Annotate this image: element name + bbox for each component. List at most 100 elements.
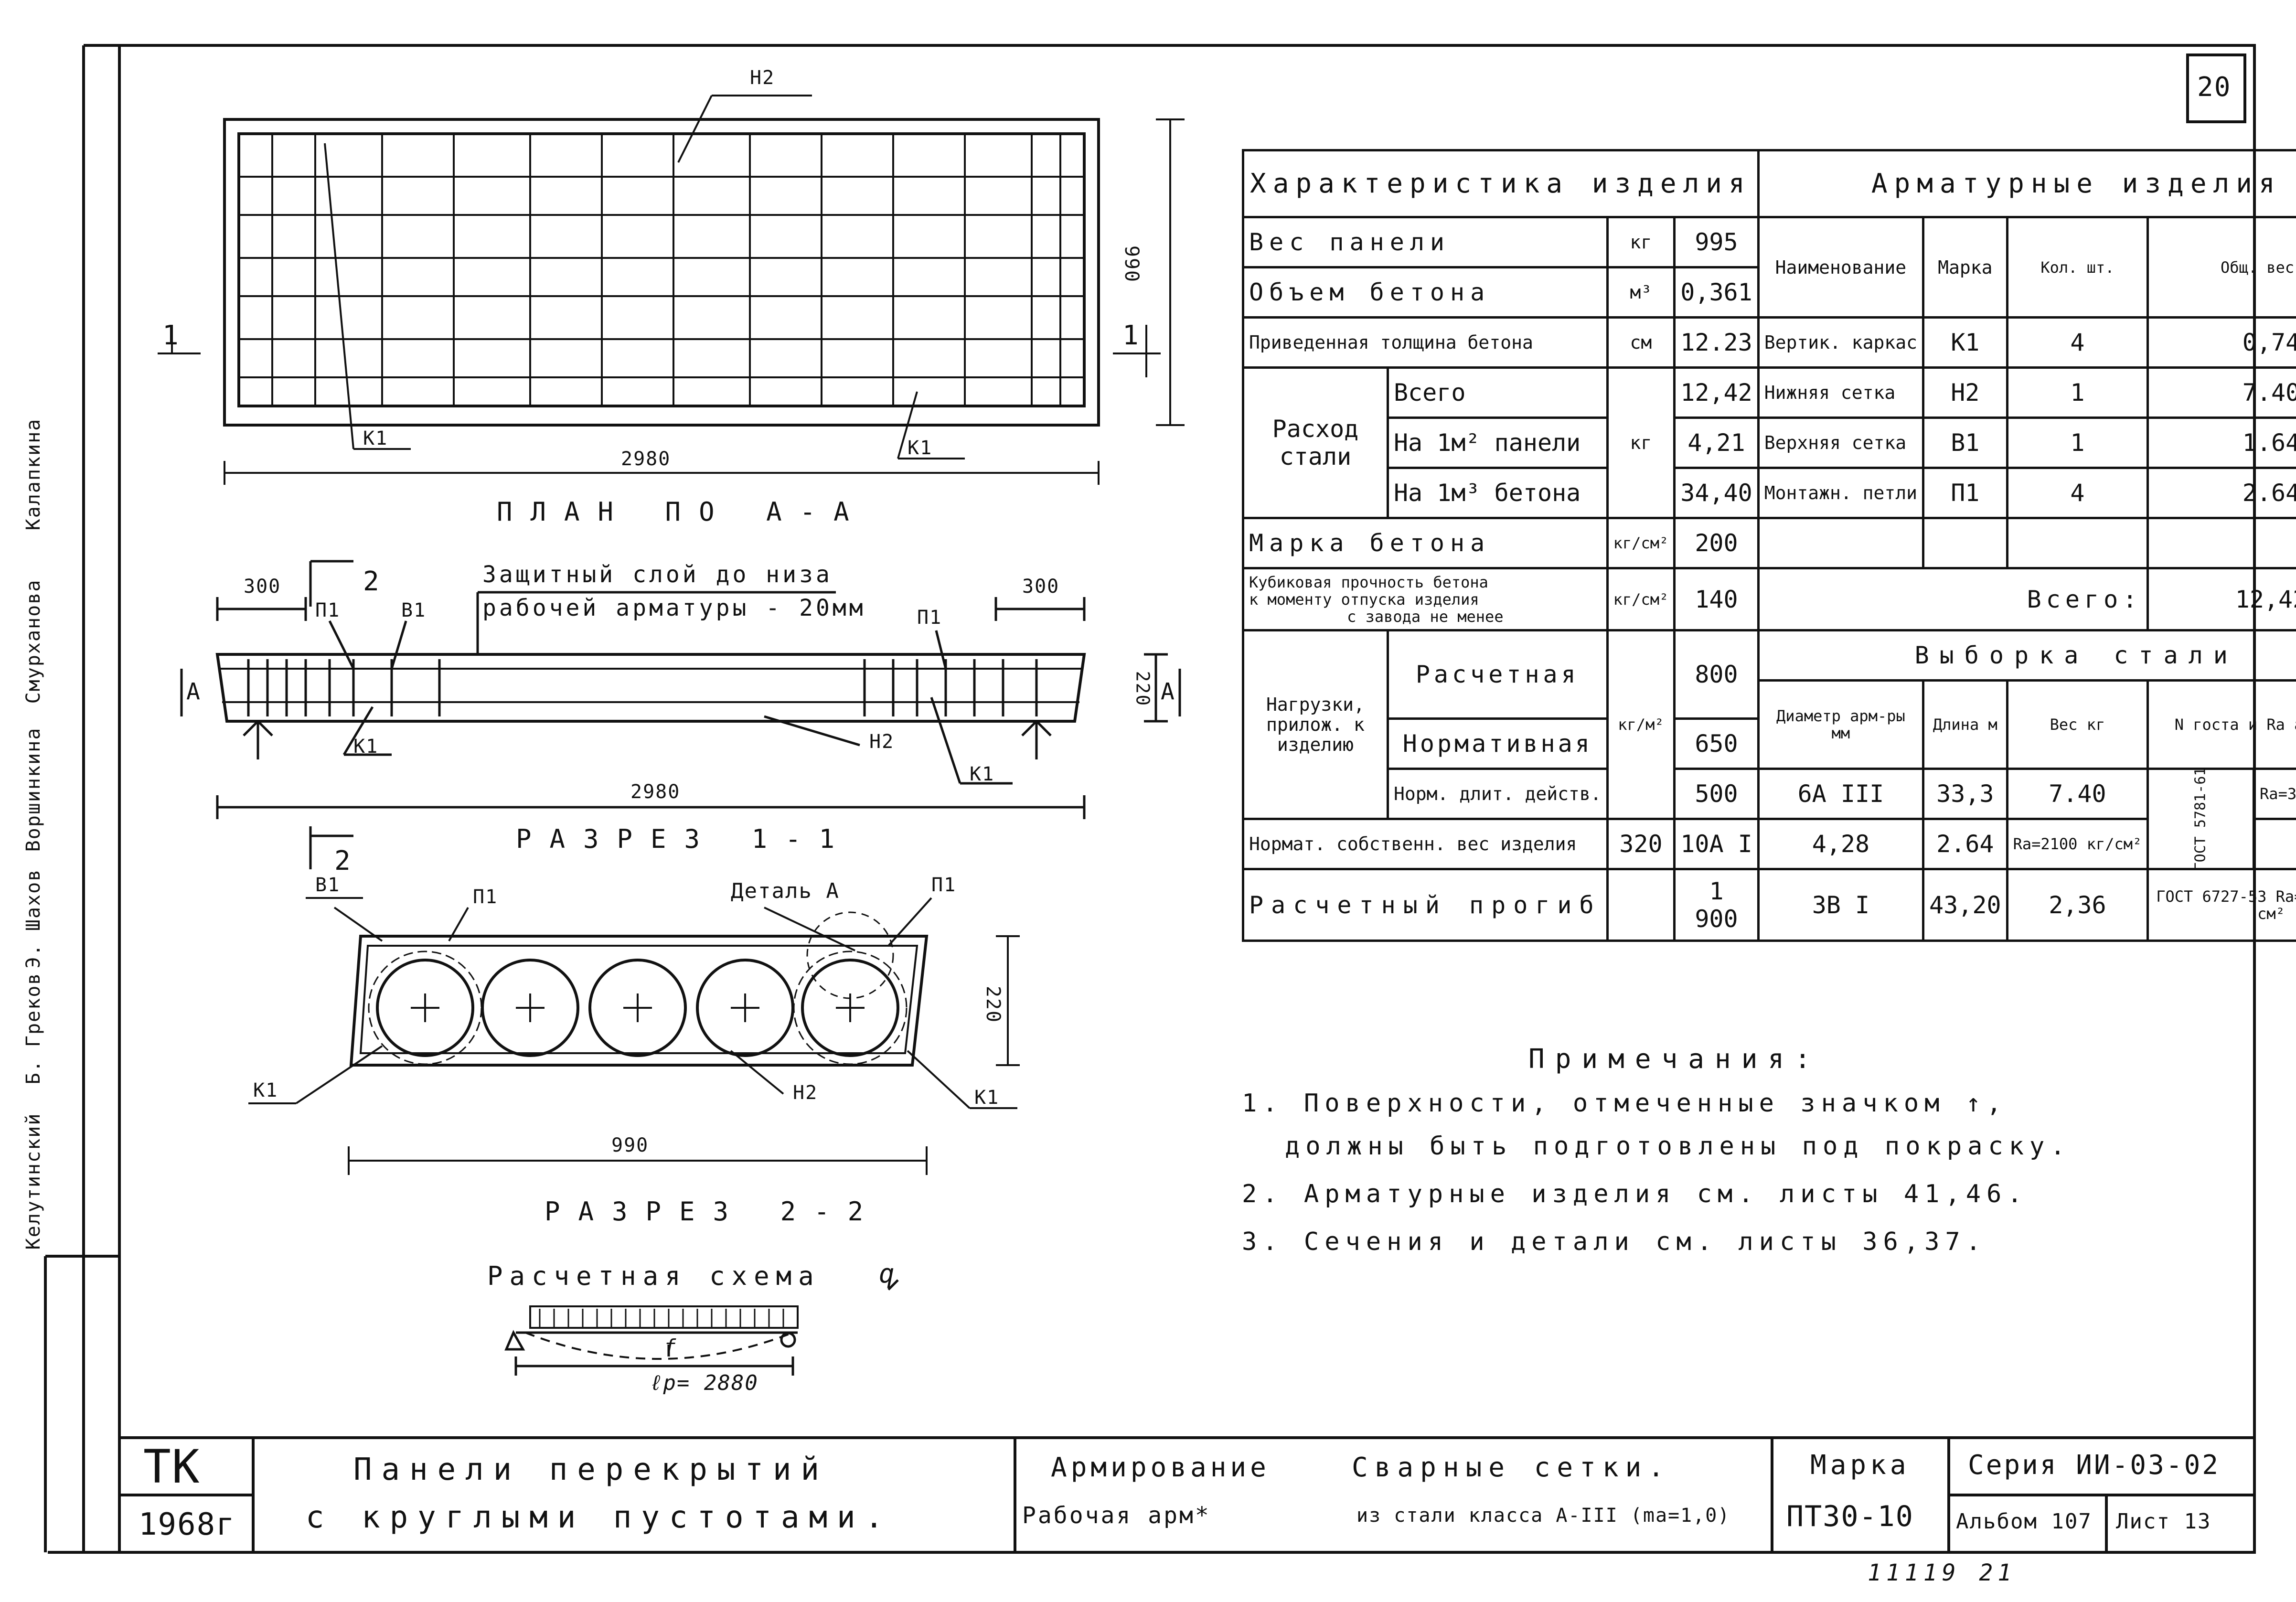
strength-unit: кг/см² (1606, 567, 1676, 631)
rebar-2-mark: В1 (1922, 417, 2008, 469)
scheme-drawing (504, 1279, 899, 1376)
s11-arrow-right: А (1161, 678, 1175, 705)
col-weight-header: Общ. вес кг (2146, 216, 2296, 319)
load-normative-label: Нормативная (1386, 717, 1609, 770)
s22-label-k1b: К1 (974, 1087, 1000, 1109)
steel-per-m3-value: 34,40 (1673, 467, 1760, 519)
deflection-value-top: 1 (1709, 877, 1724, 905)
s11-note-line1: Защитный слой до низа (482, 561, 833, 588)
rebar-1-weight: 7.40 (2146, 366, 2296, 419)
row-volume-label: Объем бетона (1242, 266, 1609, 319)
sel-0-len: 33,3 (1922, 768, 2008, 820)
rebar-2-name: Верхняя сетка (1757, 417, 1925, 469)
sel-col-gost: N госта и Ra арматуры (2146, 679, 2296, 770)
load-longterm-value: 500 (1673, 768, 1760, 820)
sel-2-len: 43,20 (1922, 868, 2008, 942)
s22-label-p1a: П1 (473, 886, 498, 908)
sel-1-wt: 2.64 (1922, 818, 2008, 870)
marka-value: ПТ30-10 (1786, 1500, 1914, 1533)
load-design-label: Расчетная (1386, 629, 1609, 720)
steel-group-label: Расход стали (1242, 366, 1389, 519)
concrete-grade-label: Марка бетона (1242, 517, 1609, 569)
rebar-2-qty: 1 (2006, 417, 2149, 469)
col-name-header: Наименование (1757, 216, 1925, 319)
row-weight-unit: кг (1606, 216, 1676, 268)
sel-2-diam: 3В I (1757, 868, 1925, 942)
selection-title: Выборка стали (1757, 629, 2296, 682)
rebar-1-qty: 1 (2006, 366, 2149, 419)
s11-label-v1: В1 (401, 599, 427, 621)
deflection-label: Расчетный прогиб (1242, 868, 1609, 942)
s11-dim-left: 300 (244, 576, 281, 598)
plan-width-dim: 2980 (621, 448, 671, 470)
row-thickness-value: 12.23 (1673, 316, 1760, 369)
selfweight-label: Нормат. собственн. вес изделия (1242, 818, 1609, 870)
steel-total-value: 12,42 (1673, 366, 1760, 419)
rebar-1-mark: Н2 (1922, 366, 2008, 419)
s22-section-mark: 2 (334, 845, 352, 876)
strength-label-1: Кубиковая прочность бетона (1249, 573, 1488, 591)
total-value: 12,42 (2146, 567, 2296, 631)
s11-dim-right: 300 (1022, 576, 1060, 598)
row-weight-label: Вес панели (1242, 216, 1609, 268)
subtitle-b2: из стали класса А-III (ma=1,0) (1356, 1505, 1730, 1527)
subtitle-a1: Армирование (1051, 1452, 1270, 1483)
s22-label-detail: Деталь А (731, 879, 840, 903)
steel-per-m3-label: На 1м³ бетона (1386, 467, 1609, 519)
s11-title: РАЗРЕЗ 1-1 (516, 824, 853, 854)
title-line2: с круглыми пустотами. (306, 1500, 893, 1535)
rebar-2-weight: 1.64 (2146, 417, 2296, 469)
strength-label-2: к моменту отпуска изделия (1249, 590, 1479, 609)
row-volume-value: 0,361 (1673, 266, 1760, 319)
concrete-grade-unit: кг/см² (1606, 517, 1676, 569)
section22-outline (349, 911, 929, 1067)
note-3: 3. Сечения и детали см. листы 36,37. (1242, 1228, 1987, 1256)
steel-unit: кг (1606, 366, 1676, 519)
s11-note-line2: рабочей арматуры - 20мм (482, 595, 866, 621)
s11-label-p1b: П1 (917, 607, 942, 629)
album: Альбом 107 (1956, 1509, 2092, 1534)
rebar-0-weight: 0,74 (2146, 316, 2296, 369)
rebar-1-name: Нижняя сетка (1757, 366, 1925, 419)
deflection-value-cell: 1 900 (1673, 868, 1760, 942)
s22-height-dim: 220 (982, 985, 1004, 1024)
seria: Серия ИИ-03-02 (1968, 1450, 2221, 1481)
s11-label-k1b: К1 (970, 763, 995, 785)
sel-1-diam: 10А I (1673, 818, 1760, 870)
year: 1968г (139, 1507, 235, 1542)
side-names-column: Келутинский Б. Греков Э. Шахов Воршинкин… (22, 363, 81, 1250)
gost-vertical-cell: ГОСТ 5781-61 (2146, 767, 2255, 871)
steel-per-m2-label: На 1м² панели (1386, 417, 1609, 469)
scheme-load: q (879, 1259, 896, 1289)
s22-label-v1: В1 (315, 874, 341, 896)
plan-height-dim: 990 (1121, 245, 1143, 283)
col-qty-header: Кол. шт. (2006, 216, 2149, 319)
gost-vertical: ГОСТ 5781-61 (2192, 767, 2209, 871)
row-volume-unit: м³ (1606, 266, 1676, 319)
s11-height-dim: 220 (1132, 671, 1153, 707)
rebar-0-qty: 4 (2006, 316, 2149, 369)
scheme-hatching (539, 1309, 784, 1327)
scheme-span: ℓр= 2880 (650, 1371, 758, 1395)
loads-group-label: Нагрузки, прилож. к изделию (1242, 629, 1389, 820)
s22-title: РАЗРЕЗ 2-2 (545, 1196, 882, 1227)
sel-col-len: Длина м (1922, 679, 2008, 770)
s11-arrow-left: А (186, 678, 201, 705)
deflection-value-bottom: 900 (1695, 905, 1738, 933)
spec-table: Характеристика изделия Арматурные издели… (1242, 149, 2296, 942)
s11-label-p1a: П1 (315, 599, 341, 621)
sel-0-diam: 6А III (1757, 768, 1925, 820)
plan-section-mark-left: 1 (162, 320, 180, 351)
sel-col-wt: Вес кг (2006, 679, 2149, 770)
subtitle-a2: Рабочая арм* (1022, 1502, 1211, 1529)
sel-1-gost: Ra=2100 кг/см² (2006, 818, 2149, 870)
table-header-right: Арматурные изделия (1757, 149, 2296, 218)
sel-0-wt: 7.40 (2006, 768, 2149, 820)
sel-col-diam: Диаметр арм-ры мм (1757, 679, 1925, 770)
sheet-number-box (2186, 53, 2246, 123)
steel-per-m2-value: 4,21 (1673, 417, 1760, 469)
section11-outline (215, 653, 1086, 723)
scheme-deflection: f (664, 1335, 677, 1358)
total-label: Всего: (1757, 567, 2149, 631)
